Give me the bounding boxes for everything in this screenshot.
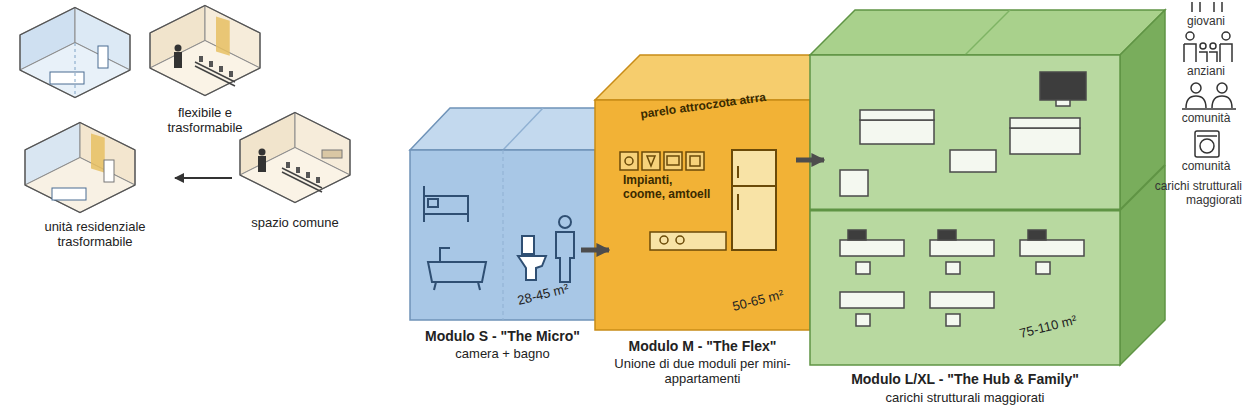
module-l-cube — [810, 10, 1165, 365]
module-node: spazio comune — [232, 110, 358, 240]
room-drawing — [150, 6, 260, 96]
module-node: flexibile e trasformabile — [145, 2, 265, 142]
room-drawing — [240, 113, 350, 203]
room-drawing — [25, 123, 135, 213]
room-illustrations — [20, 6, 350, 213]
node-label: spazio comune — [232, 216, 358, 231]
node-label: unità residenziale trasformabile — [15, 220, 175, 250]
user-label: giovani — [1170, 15, 1242, 29]
node-label: 50-65 m² — [731, 283, 803, 314]
node-label: 75-110 m² — [1018, 308, 1099, 342]
node-label: Unione di due moduli per mini-appartamen… — [609, 357, 796, 387]
flow-arrow — [581, 248, 609, 253]
user-label: comunità — [1170, 160, 1242, 174]
note-label: carichi strutturali maggiorati — [1132, 180, 1242, 208]
module-title: Impianti, coome, amtoell — [623, 174, 713, 202]
flow-arrow — [175, 177, 232, 179]
module-node: unità residenziale trasformabile — [15, 120, 175, 254]
user-label: anziani — [1170, 65, 1242, 79]
module-node: 75-110 m²Modulo L/XL - "The Hub & Family… — [824, 55, 1106, 365]
node-label: camera + bagno — [402, 347, 603, 362]
flow-arrow — [796, 158, 824, 163]
room-drawing — [20, 8, 130, 98]
node-label: carichi strutturali maggiorati — [784, 391, 1146, 406]
module-title: parelo attroczota atrra — [628, 89, 778, 124]
module-title: Modulo S - "The Micro" — [402, 328, 603, 344]
module-node: parelo attroczota atrraImpianti, coome, … — [609, 100, 796, 330]
node-label: 28-45 m² — [516, 277, 588, 308]
module-node: 28-45 m²Modulo S - "The Micro"camera + b… — [424, 150, 581, 320]
node-label: flexibile e trasformabile — [145, 106, 265, 136]
module-title: Modulo M - "The Flex" — [595, 338, 810, 354]
user-label: comunità — [1170, 112, 1242, 126]
module-title: Modulo L/XL - "The Hub & Family" — [784, 371, 1146, 387]
